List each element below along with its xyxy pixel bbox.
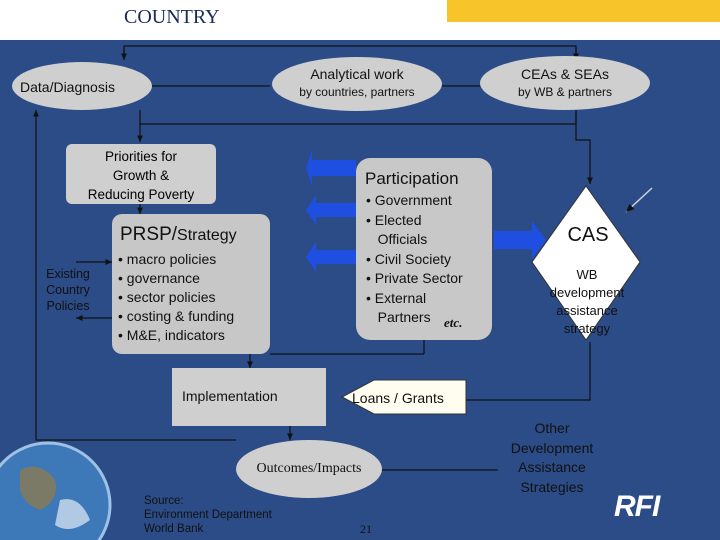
cas-sub-label: WB development assistance strategy bbox=[532, 266, 642, 338]
rfi-logo: RFI bbox=[614, 490, 660, 523]
cas-diamond bbox=[531, 185, 641, 341]
cas-label: CAS bbox=[567, 224, 609, 246]
outcomes-node: Outcomes/Impacts bbox=[236, 440, 382, 498]
participation-node: Participation • Government • Elected Off… bbox=[356, 158, 492, 340]
page-number: 21 bbox=[360, 522, 372, 536]
other-strategies-label: Other Development Assistance Strategies bbox=[498, 419, 606, 497]
participation-item: Officials bbox=[366, 231, 428, 247]
existing-policies-line: Policies bbox=[46, 299, 90, 313]
top-loop-line bbox=[123, 45, 577, 56]
ceas-seas-label: CEAs & SEAs bbox=[521, 66, 609, 82]
cas-sub-line: WB bbox=[576, 267, 598, 282]
analytical-work-label: Analytical work bbox=[310, 66, 404, 82]
prsp-item: • governance bbox=[118, 270, 200, 286]
loans-grants-arrow bbox=[340, 379, 467, 415]
loans-grants-label: Loans / Grants bbox=[352, 390, 444, 406]
participation-arrow-2 bbox=[306, 195, 356, 225]
priorities-node: Priorities for Growth & Reducing Poverty bbox=[66, 144, 216, 204]
prsp-item: • sector policies bbox=[118, 289, 216, 305]
implementation-node: Implementation bbox=[172, 368, 326, 426]
existing-policies-label: Existing Country Policies bbox=[34, 266, 102, 314]
other-strategies-line: Development bbox=[510, 439, 594, 456]
prsp-strategy-node: PRSP/Strategy • macro policies • governa… bbox=[112, 214, 270, 354]
implementation-label: Implementation bbox=[182, 388, 278, 404]
cas-sub-line: strategy bbox=[563, 321, 611, 336]
participation-item: • Private Sector bbox=[366, 270, 463, 286]
priorities-line: Reducing Poverty bbox=[87, 187, 195, 202]
participation-item: • External bbox=[366, 289, 427, 306]
prsp-heading: PRSP/Strategy bbox=[120, 224, 237, 246]
participation-items: • Government • Elected Officials • Civil… bbox=[366, 191, 463, 328]
existing-policies-line: Existing bbox=[46, 267, 90, 281]
prsp-item: • macro policies bbox=[118, 251, 217, 267]
participation-item: Partners bbox=[366, 309, 431, 325]
participation-item: • Elected bbox=[366, 211, 422, 228]
prsp-item: • M&E, indicators bbox=[118, 327, 225, 343]
source-line: World Bank bbox=[144, 523, 204, 535]
cas-sub-line: assistance bbox=[556, 303, 618, 318]
participation-etc: etc. bbox=[444, 315, 463, 330]
participation-to-cas-arrow bbox=[494, 221, 546, 259]
data-diagnosis-node: Data/Diagnosis bbox=[12, 62, 152, 110]
other-strategies-line: Assistance bbox=[518, 459, 586, 475]
participation-item: • Government bbox=[366, 192, 452, 208]
other-strategies-line: Strategies bbox=[520, 478, 584, 495]
analytical-work-node: Analytical work by countries, partners bbox=[272, 57, 442, 111]
source-line: Environment Department bbox=[144, 509, 272, 521]
page-title: COUNTRY bbox=[124, 6, 220, 28]
source-note: Source: Environment Department World Ban… bbox=[144, 494, 272, 536]
prsp-items: • macro policies • governance • sector p… bbox=[118, 250, 234, 345]
analytical-work-sub: by countries, partners bbox=[299, 85, 415, 99]
prsp-item: • costing & funding bbox=[118, 308, 235, 324]
existing-policies-line: Country bbox=[46, 283, 90, 297]
priorities-line: Growth & bbox=[112, 168, 170, 183]
cas-sub-line: development bbox=[549, 285, 625, 300]
participation-arrow-1 bbox=[306, 150, 356, 186]
prsp-heading-main: PRSP/ bbox=[120, 224, 178, 245]
data-diagnosis-label: Data/Diagnosis bbox=[20, 79, 115, 95]
title-accent-tab bbox=[447, 0, 720, 22]
prsp-heading-small: Strategy bbox=[177, 227, 237, 244]
ceas-seas-node: CEAs & SEAs by WB & partners bbox=[480, 56, 650, 110]
ceas-seas-sub: by WB & partners bbox=[517, 85, 613, 99]
other-strategies-line: Other bbox=[534, 420, 570, 436]
participation-heading: Participation bbox=[365, 169, 459, 188]
priorities-line: Priorities for bbox=[104, 149, 177, 164]
participation-item: • Civil Society bbox=[366, 250, 452, 267]
outcomes-label: Outcomes/Impacts bbox=[256, 461, 362, 476]
source-line: Source: bbox=[144, 495, 184, 507]
participation-arrow-3 bbox=[306, 242, 356, 272]
